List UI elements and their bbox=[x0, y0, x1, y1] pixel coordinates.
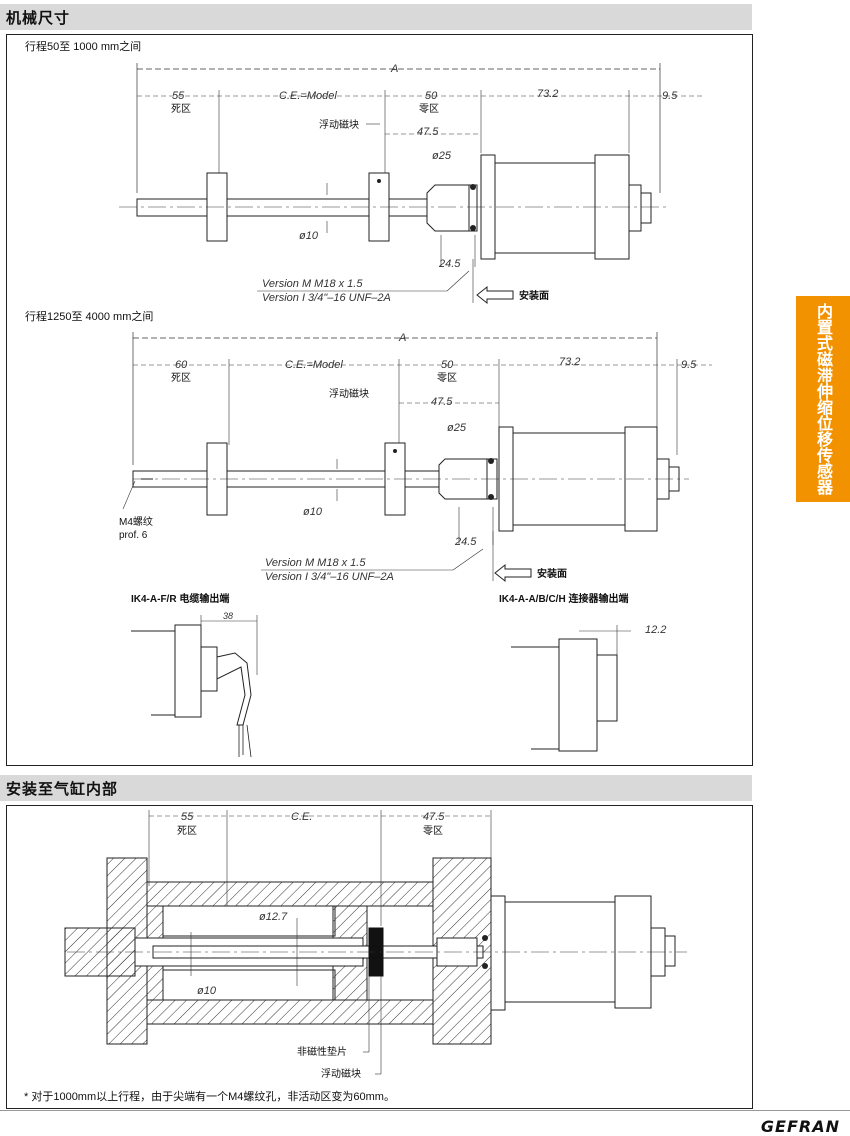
null-zone-label-1: 零区 bbox=[419, 103, 439, 115]
brand-logo: GEFRAN bbox=[760, 1117, 840, 1136]
install-dim-phi12-7: ø12.7 bbox=[259, 911, 288, 923]
install-drawing-frame: 55 死区 C.E. 47.5 零区 ø12.7 ø10 非磁性垫片 浮动磁块 bbox=[6, 805, 753, 1109]
cable-output-title: IK4-A-F/R 电缆输出端 bbox=[131, 592, 229, 605]
dim-ce-1: C.E.=Model bbox=[279, 90, 337, 102]
mount-face-label-1: 安装面 bbox=[519, 289, 549, 302]
dim-73-2: 73.2 bbox=[559, 356, 580, 368]
install-dim-47-5: 47.5 bbox=[423, 811, 445, 823]
range-label-1: 行程50至 1000 mm之间 bbox=[25, 39, 141, 53]
m4-thread-label: M4螺纹 bbox=[119, 515, 153, 528]
mechanical-drawing: 行程50至 1000 mm之间 A 55 死区 C.E.=Model 50 零区… bbox=[25, 39, 712, 758]
dim-73-1: 73.2 bbox=[537, 88, 558, 100]
magnet-label-2: 浮动磁块 bbox=[329, 387, 369, 400]
side-tab: 内置式磁滞伸缩位移传感器 bbox=[796, 296, 850, 502]
dim-24-5-2: 24.5 bbox=[454, 536, 477, 548]
mechanical-drawing-frame: 行程50至 1000 mm之间 A 55 死区 C.E.=Model 50 零区… bbox=[6, 34, 753, 766]
mount-face-arrow-1 bbox=[476, 285, 514, 305]
side-tab-label: 内置式磁滞伸缩位移传感器 bbox=[814, 303, 833, 495]
install-drawing: 55 死区 C.E. 47.5 零区 ø12.7 ø10 非磁性垫片 浮动磁块 bbox=[64, 810, 687, 1080]
section-bar-mechanical: 机械尺寸 bbox=[0, 4, 752, 30]
dim-ce-2: C.E.=Model bbox=[285, 359, 343, 371]
connector-output-title: IK4-A-A/B/C/H 连接器输出端 bbox=[499, 592, 628, 605]
range-label-2: 行程1250至 4000 mm之间 bbox=[25, 309, 153, 323]
mount-face-label-2: 安装面 bbox=[537, 567, 567, 580]
version-i-2: Version I 3/4"–16 UNF–2A bbox=[265, 571, 394, 583]
dim-47-5-2: 47.5 bbox=[431, 396, 453, 408]
cable-dim: 38 bbox=[223, 611, 233, 621]
dim-47-5-1: 47.5 bbox=[417, 126, 439, 138]
dim-phi10-2: ø10 bbox=[303, 506, 323, 518]
dim-50-2: 50 bbox=[441, 359, 454, 371]
section-bar-install: 安装至气缸内部 bbox=[0, 775, 752, 801]
dim-50-1: 50 bbox=[425, 90, 438, 102]
install-null-label: 零区 bbox=[423, 825, 443, 837]
version-m-2: Version M M18 x 1.5 bbox=[265, 557, 366, 569]
dead-zone-label-1: 死区 bbox=[171, 103, 191, 115]
dim-55-1: 55 bbox=[172, 90, 185, 102]
install-magnet-label: 浮动磁块 bbox=[321, 1067, 361, 1080]
dim-24-5-1: 24.5 bbox=[438, 258, 461, 270]
connector-dim: 12.2 bbox=[645, 624, 666, 636]
install-dim-ce: C.E. bbox=[291, 811, 312, 823]
footnote: * 对于1000mm以上行程，由于尖端有一个M4螺纹孔，非活动区变为60mm。 bbox=[24, 1091, 395, 1103]
dim-A-1: A bbox=[390, 63, 398, 75]
m4-depth-label: prof. 6 bbox=[119, 530, 148, 541]
dim-60-2: 60 bbox=[175, 359, 188, 371]
section-title-mechanical: 机械尺寸 bbox=[6, 9, 71, 27]
footer-divider bbox=[0, 1110, 850, 1111]
dim-phi25-1: ø25 bbox=[432, 150, 452, 162]
dim-9-5-2: 9.5 bbox=[681, 359, 697, 371]
install-dim-phi10: ø10 bbox=[197, 985, 217, 997]
section-title-install: 安装至气缸内部 bbox=[6, 780, 119, 798]
dead-zone-label-2: 死区 bbox=[171, 372, 191, 384]
dim-A-2: A bbox=[398, 332, 406, 344]
null-zone-label-2: 零区 bbox=[437, 372, 457, 384]
version-m-1: Version M M18 x 1.5 bbox=[262, 278, 363, 290]
install-dim-55: 55 bbox=[181, 811, 194, 823]
dim-phi25-2: ø25 bbox=[447, 422, 467, 434]
spacer-label: 非磁性垫片 bbox=[297, 1045, 347, 1058]
dim-9-5-1: 9.5 bbox=[662, 90, 678, 102]
install-dead-label: 死区 bbox=[177, 825, 197, 837]
mount-face-arrow-2 bbox=[494, 563, 532, 583]
dim-phi10-1: ø10 bbox=[299, 230, 319, 242]
magnet-label-1: 浮动磁块 bbox=[319, 118, 359, 131]
version-i-1: Version I 3/4"–16 UNF–2A bbox=[262, 292, 391, 304]
